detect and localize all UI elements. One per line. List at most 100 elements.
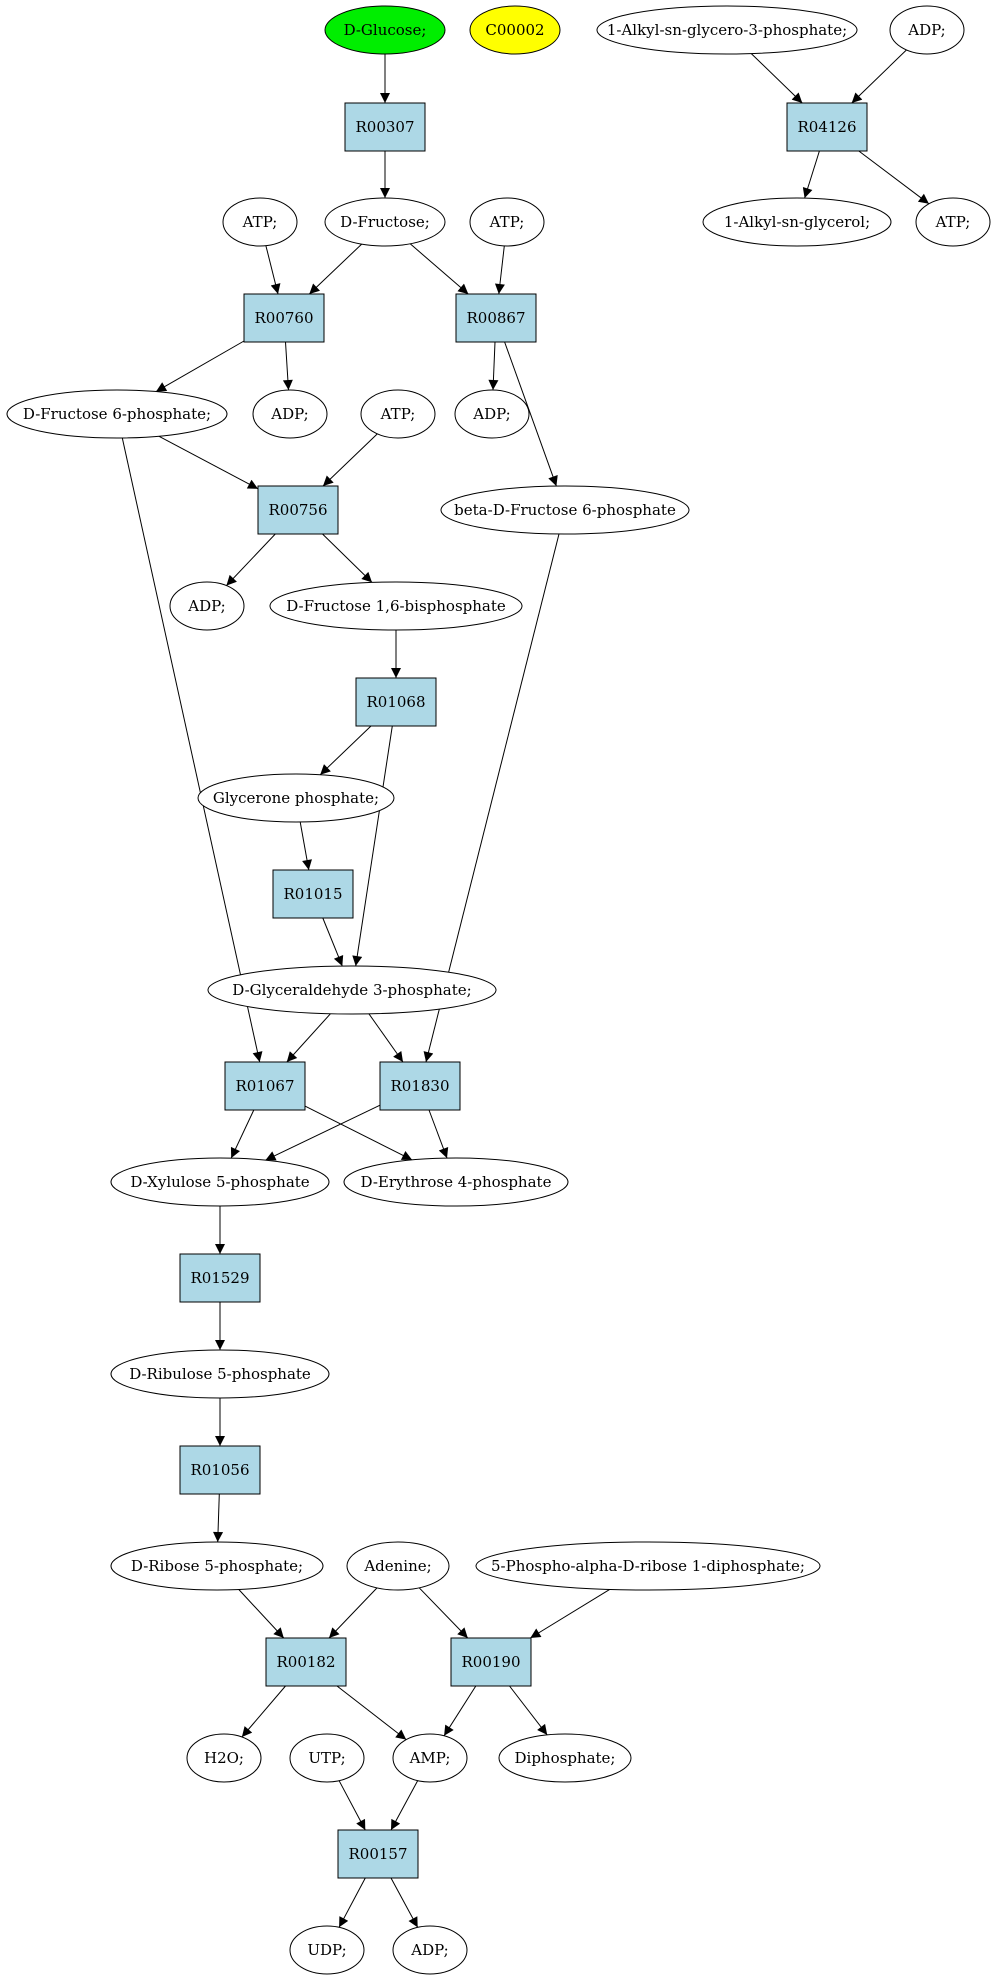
edge-R04126-to-atp3 — [858, 150, 930, 205]
edge-atp4-to-R00756 — [322, 433, 378, 487]
node-label: ADP; — [907, 21, 945, 39]
reaction-node-R00867: R00867 — [455, 293, 537, 343]
edge-R00760-to-f6p — [155, 340, 245, 393]
compound-node-alkylg: 1-Alkyl-sn-glycerol; — [702, 197, 892, 247]
node-label: 1-Alkyl-sn-glycero-3-phosphate; — [607, 21, 847, 39]
compound-ellipse — [889, 5, 965, 55]
node-label: ATP; — [489, 213, 525, 231]
reaction-node-R00307: R00307 — [344, 102, 426, 152]
compound-ellipse — [207, 965, 497, 1015]
node-label: D-Fructose; — [340, 213, 430, 231]
compound-ellipse — [469, 197, 545, 247]
compound-node-adp_bot: ADP; — [392, 1925, 468, 1975]
node-label: R00867 — [466, 309, 525, 327]
node-label: Adenine; — [363, 1557, 431, 1575]
edge-R00157-to-udp — [338, 1877, 366, 1928]
edge-r5p-to-R00182 — [238, 1589, 285, 1639]
node-label: ADP; — [472, 405, 510, 423]
compound-node-atp1: ATP; — [222, 197, 298, 247]
edge-R00182-to-h2o — [241, 1685, 286, 1738]
edge-g3p-to-R01830 — [368, 1013, 404, 1063]
node-label: ATP; — [380, 405, 416, 423]
reaction-box — [344, 102, 426, 152]
edge-R01056-to-r5p — [213, 1493, 224, 1543]
compound-ellipse — [324, 5, 446, 55]
reaction-node-R04126: R04126 — [786, 102, 868, 152]
node-label: R01068 — [366, 693, 425, 711]
node-label: UTP; — [308, 1749, 345, 1767]
edge-atp1-to-R00760 — [265, 245, 281, 295]
compound-node-h2o: H2O; — [186, 1733, 262, 1783]
edge-R00190-to-amp — [443, 1685, 477, 1737]
edge-fructose-to-R00760 — [308, 243, 363, 295]
compound-ellipse — [392, 1925, 468, 1975]
compound-ellipse — [186, 1733, 262, 1783]
compound-ellipse — [915, 197, 991, 247]
reaction-box — [786, 102, 868, 152]
edge-R01830-to-e4p — [428, 1109, 449, 1159]
reaction-node-R01067: R01067 — [224, 1061, 306, 1111]
edge-adenine-to-R00182 — [328, 1587, 378, 1639]
edge-alkylg3p-to-R04126 — [750, 53, 803, 104]
compound-ellipse — [469, 5, 561, 55]
compound-node-adp4: ADP; — [169, 581, 245, 631]
compound-node-glucose: D-Glucose; — [324, 5, 446, 55]
compound-ellipse — [289, 1925, 365, 1975]
reaction-node-R01056: R01056 — [179, 1445, 261, 1495]
node-label: R00307 — [355, 118, 414, 136]
edge-R00760-to-adp2 — [282, 341, 293, 391]
edge-adp_top-to-R04126 — [851, 49, 907, 104]
compound-node-amp: AMP; — [392, 1733, 468, 1783]
node-label: UDP; — [307, 1941, 346, 1959]
compound-node-adp3: ADP; — [454, 389, 530, 439]
compound-node-ru5p: D-Ribulose 5-phosphate — [110, 1349, 330, 1399]
node-label: R01056 — [190, 1461, 249, 1479]
reaction-node-R00157: R00157 — [337, 1829, 419, 1879]
node-label: R01529 — [190, 1269, 249, 1287]
reaction-box — [243, 293, 325, 343]
node-label: D-Ribulose 5-phosphate — [129, 1365, 311, 1383]
node-label: ATP; — [935, 213, 971, 231]
node-label: ADP; — [270, 405, 308, 423]
edge-R01068-to-g3p — [352, 725, 393, 967]
compound-node-utp: UTP; — [289, 1733, 365, 1783]
edge-fructose-to-R00867 — [409, 243, 469, 295]
node-label: R01830 — [390, 1077, 449, 1095]
edge-prpp-to-R00190 — [530, 1588, 610, 1639]
edge-dhap-to-R01015 — [299, 821, 312, 871]
edge-R00756-to-fbp — [322, 533, 373, 583]
edge-f6p-to-R01067 — [121, 437, 263, 1063]
compound-ellipse — [440, 485, 690, 535]
compound-ellipse — [197, 773, 395, 823]
reaction-box — [455, 293, 537, 343]
node-label: R00157 — [348, 1845, 407, 1863]
reaction-box — [355, 677, 437, 727]
edge-R01830-to-x5p — [265, 1104, 381, 1161]
edge-R00867-to-bf6p — [504, 341, 558, 487]
compound-node-prpp: 5-Phospho-alpha-D-ribose 1-diphosphate; — [475, 1541, 821, 1591]
node-label: 5-Phospho-alpha-D-ribose 1-diphosphate; — [491, 1557, 805, 1575]
node-label: R01067 — [235, 1077, 294, 1095]
edge-R00756-to-adp4 — [226, 533, 276, 586]
edge-R00867-to-adp3 — [488, 341, 499, 391]
reaction-node-R00756: R00756 — [257, 485, 339, 535]
edge-amp-to-R00157 — [390, 1780, 419, 1831]
compound-node-f6p: D-Fructose 6-phosphate; — [6, 389, 228, 439]
compound-ellipse — [475, 1541, 821, 1591]
reaction-box — [337, 1829, 419, 1879]
node-label: ADP; — [187, 597, 225, 615]
node-label: D-Fructose 1,6-bisphosphate — [286, 597, 506, 615]
reaction-box — [272, 869, 354, 919]
compound-ellipse — [222, 197, 298, 247]
edge-R01067-to-e4p — [304, 1105, 413, 1161]
compound-node-adenine: Adenine; — [346, 1541, 450, 1591]
node-label: ATP; — [242, 213, 278, 231]
reaction-box — [450, 1637, 532, 1687]
edge-R04126-to-alkylg — [802, 150, 820, 199]
compound-node-fructose: D-Fructose; — [324, 197, 446, 247]
edge-R00157-to-adp_bot — [390, 1877, 419, 1928]
node-label: R04126 — [797, 118, 856, 136]
compound-ellipse — [454, 389, 530, 439]
node-label: D-Glyceraldehyde 3-phosphate; — [232, 981, 471, 999]
